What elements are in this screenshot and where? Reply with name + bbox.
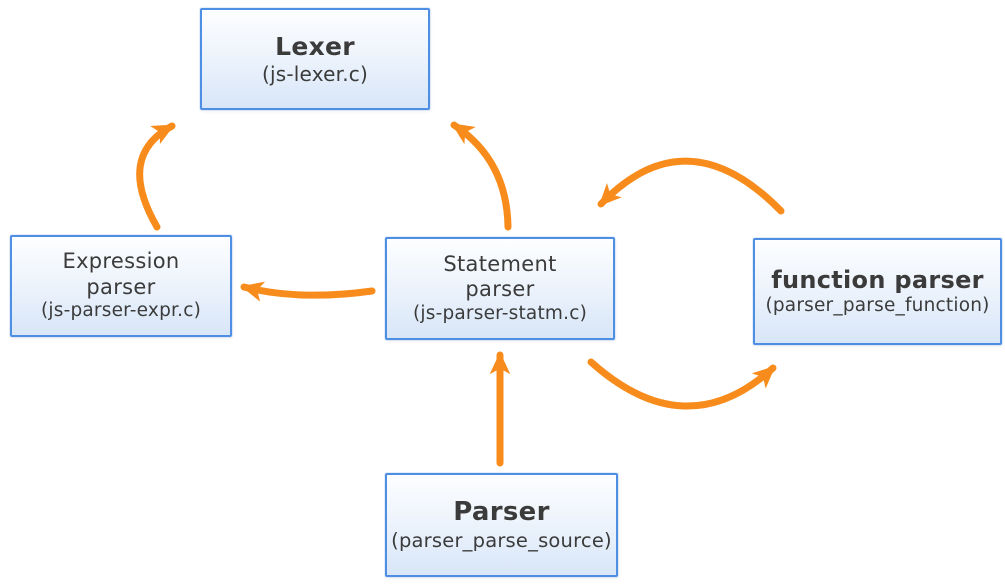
node-expression-parser: Expression parser (js-parser-expr.c): [10, 235, 232, 337]
edge-statement-parser-to-function-parser-arrow: [587, 358, 777, 410]
edge-statement-parser-to-expression-parser-arrow: [240, 281, 376, 302]
node-parser-subtitle: (parser_parse_source): [391, 528, 612, 552]
node-parser: Parser (parser_parse_source): [385, 473, 618, 577]
node-expression-parser-title-line2: parser: [86, 274, 156, 299]
node-function-parser: function parser (parser_parse_function): [753, 238, 1002, 345]
node-lexer-subtitle: (js-lexer.c): [262, 62, 368, 87]
edge-statement-parser-to-lexer-arrow: [450, 121, 512, 231]
node-expression-parser-subtitle: (js-parser-expr.c): [40, 300, 201, 322]
node-function-parser-subtitle: (parser_parse_function): [765, 294, 990, 316]
node-parser-title: Parser: [453, 497, 550, 528]
node-function-parser-title: function parser: [771, 265, 984, 294]
node-lexer: Lexer (js-lexer.c): [200, 8, 430, 110]
node-statement-parser-title-line1: Statement: [443, 251, 557, 276]
node-expression-parser-title-line1: Expression: [62, 249, 180, 274]
node-lexer-title: Lexer: [275, 31, 355, 61]
node-statement-parser-title-line2: parser: [465, 277, 535, 302]
edge-function-parser-to-statement-parser-arrow: [597, 157, 785, 215]
node-statement-parser-subtitle: (js-parser-statm.c): [412, 302, 588, 324]
edge-expression-parser-to-lexer-arrow: [136, 122, 176, 231]
node-statement-parser: Statement parser (js-parser-statm.c): [385, 237, 615, 340]
